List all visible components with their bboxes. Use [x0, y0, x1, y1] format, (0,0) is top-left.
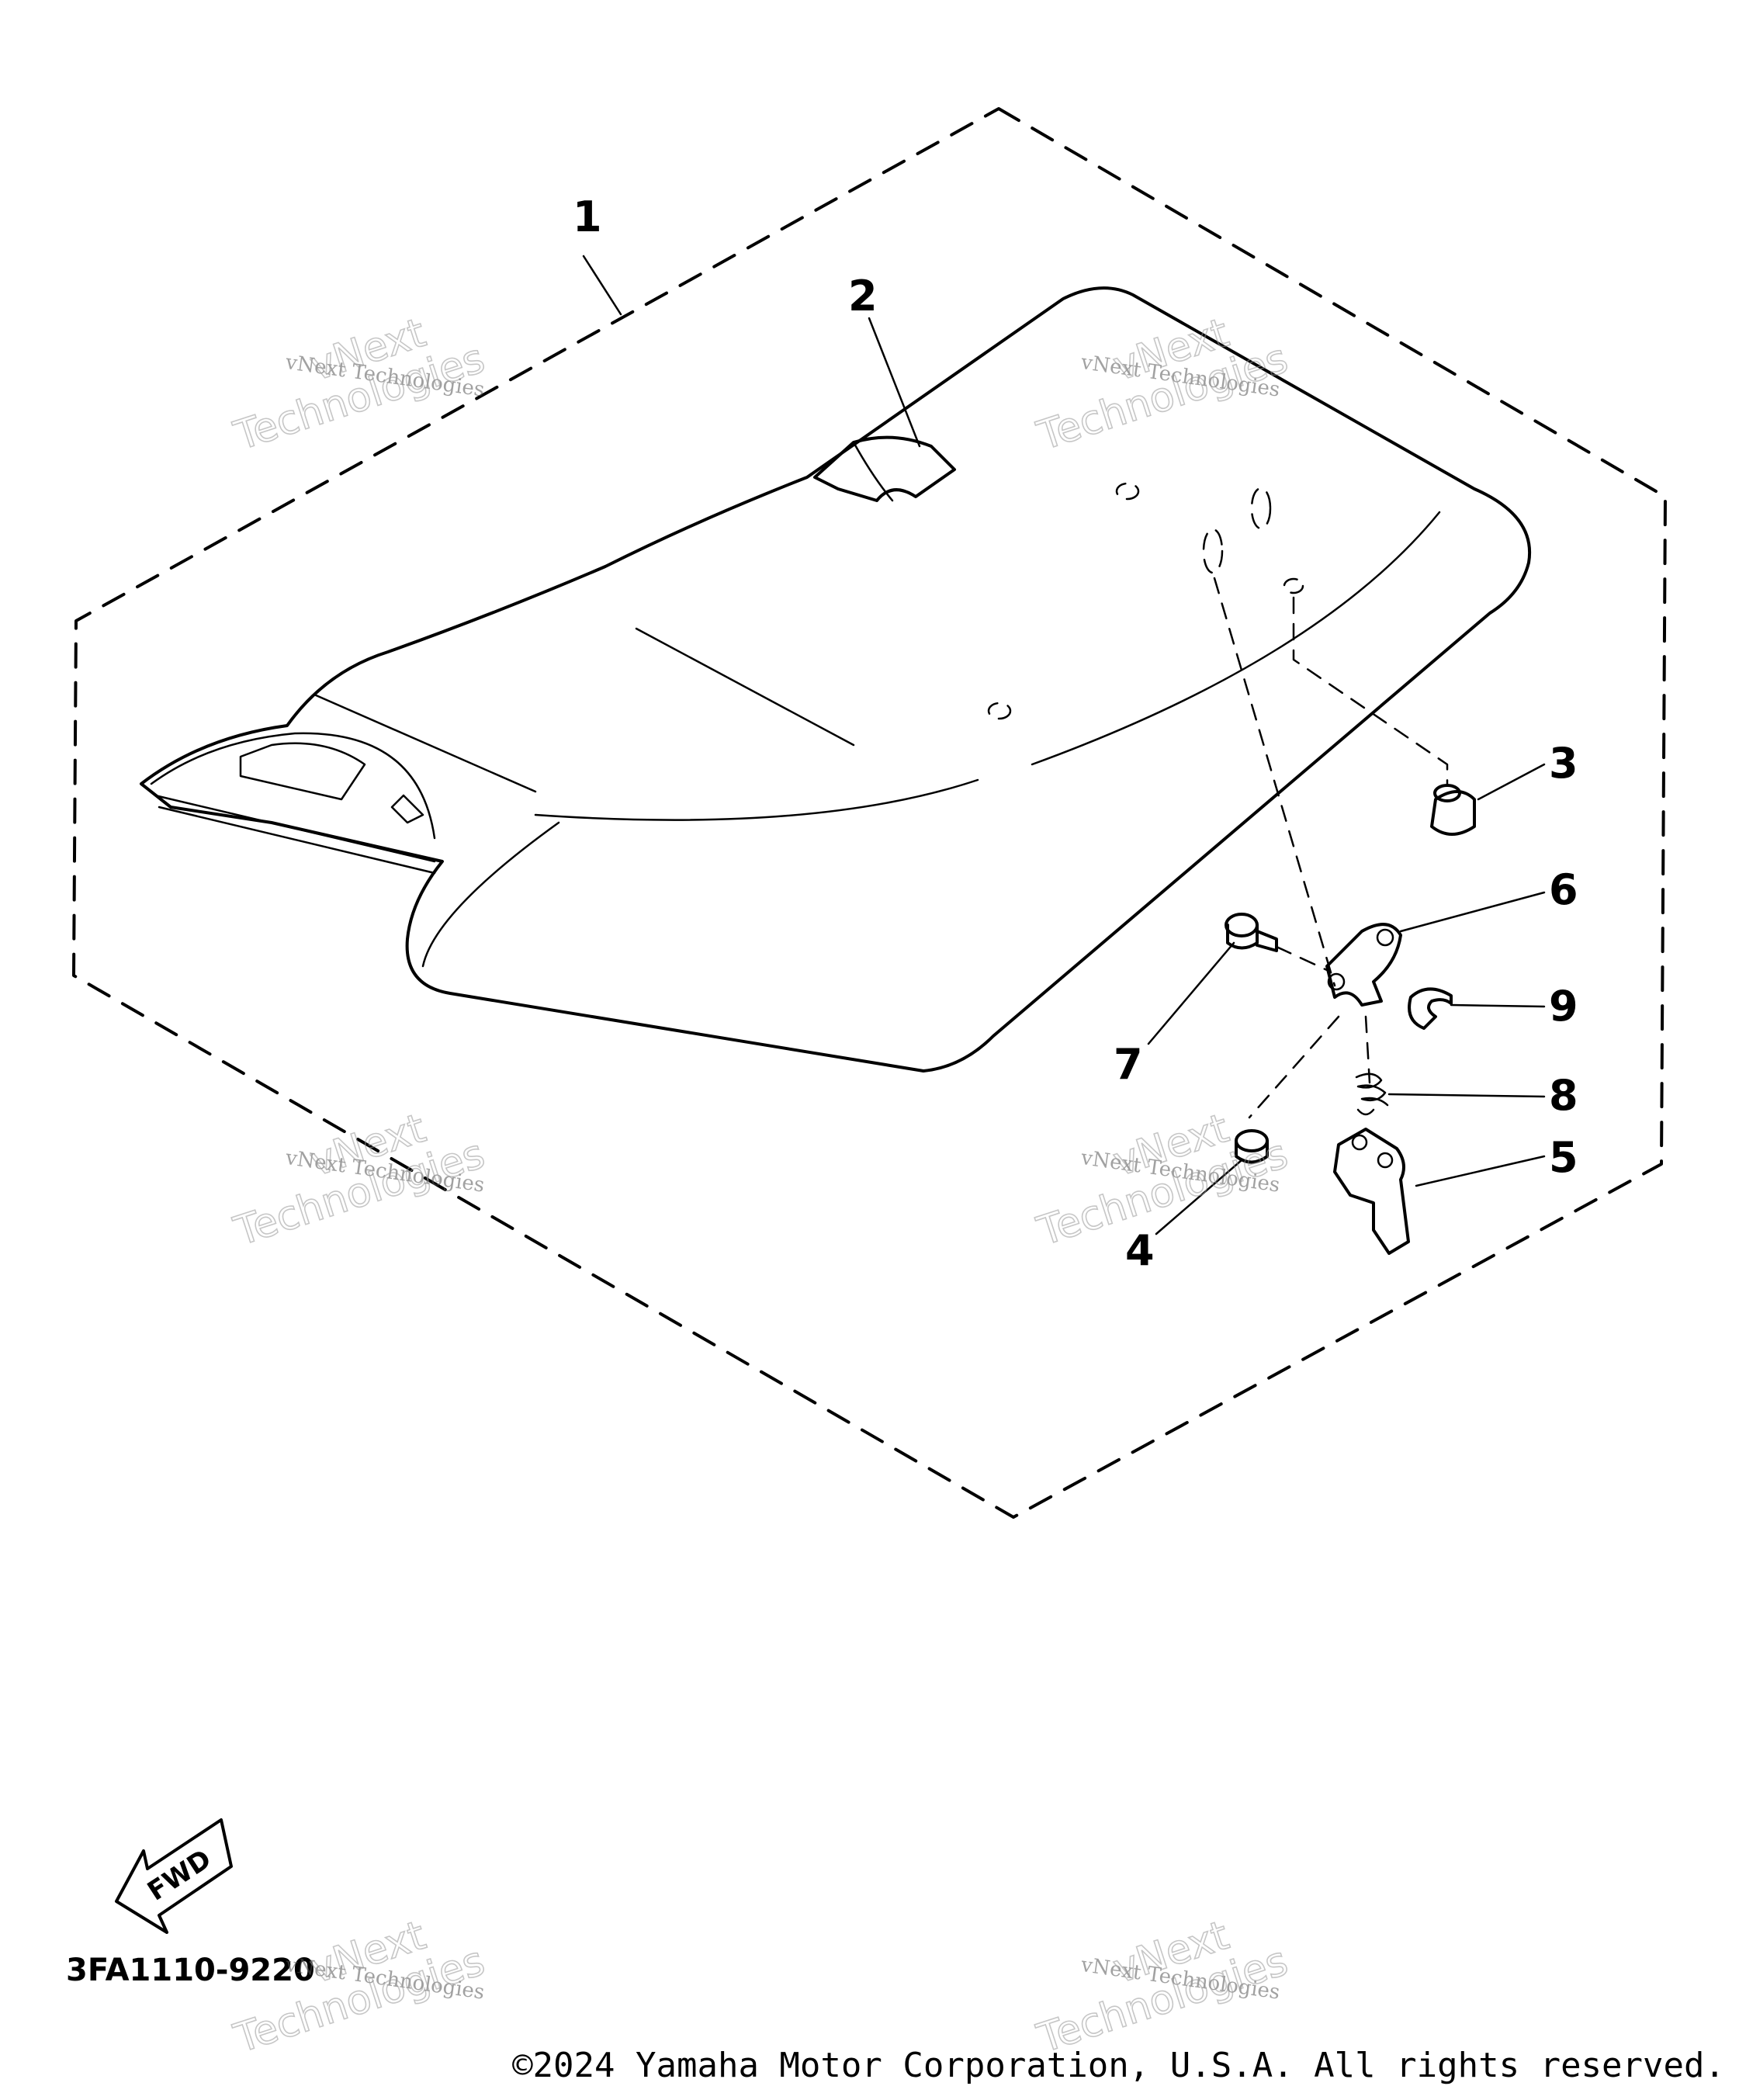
callout-3: 3: [1549, 739, 1578, 788]
part-3-stopper: [1430, 784, 1476, 836]
assembly-line-4: [1248, 1015, 1340, 1119]
callout-4: 4: [1125, 1226, 1155, 1275]
seat-assembly: [140, 286, 1532, 1073]
diagram-code: 3FA1110-9220: [66, 1953, 315, 1988]
callout-2: 2: [848, 272, 878, 321]
part-8-spring: [1355, 1073, 1389, 1116]
assembly-line-7: [1275, 945, 1328, 972]
assembly-line-8: [1364, 1015, 1371, 1084]
leader-6: [1399, 891, 1546, 933]
callout-5: 5: [1549, 1133, 1578, 1182]
leader-7: [1147, 941, 1235, 1045]
leader-5: [1415, 1155, 1546, 1187]
assembly-line-3: [1292, 596, 1449, 785]
callout-8: 8: [1549, 1071, 1578, 1120]
fwd-label: FWD: [142, 1844, 217, 1908]
part-7-bolt: [1225, 913, 1278, 952]
callout-6: 6: [1549, 865, 1578, 914]
leader-3: [1477, 763, 1546, 801]
leader-2: [868, 317, 921, 448]
leader-1: [582, 255, 622, 316]
part-9-clip: [1408, 987, 1453, 1030]
part-6-bracket: [1325, 923, 1402, 1007]
callout-7: 7: [1114, 1040, 1143, 1089]
assembly-line-6: [1213, 577, 1336, 987]
leader-9: [1450, 1003, 1546, 1008]
part-5-hook: [1333, 1128, 1410, 1255]
fwd-arrow-icon: FWD: [115, 1818, 233, 1934]
copyright-notice: ©2024 Yamaha Motor Corporation, U.S.A. A…: [512, 2046, 1725, 2085]
leader-4: [1155, 1159, 1243, 1235]
callout-9: 9: [1549, 982, 1578, 1031]
assembly-boundary: [72, 107, 1667, 1519]
watermark-group: vNext Technologies vNext Technologies vN…: [228, 309, 1294, 2063]
callout-1: 1: [573, 192, 602, 241]
leader-8: [1387, 1093, 1546, 1098]
part-4-collar: [1235, 1129, 1269, 1164]
